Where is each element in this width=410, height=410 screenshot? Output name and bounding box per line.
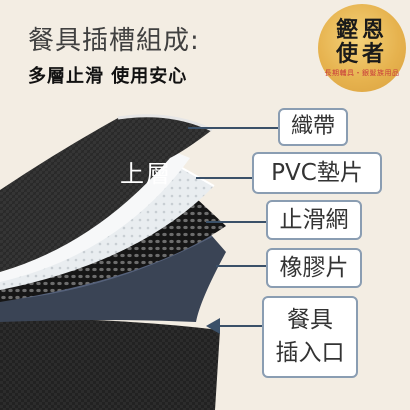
pvc-pad-layer — [0, 168, 214, 290]
callout-webbing: 織帶 — [278, 108, 348, 146]
brand-seal-tagline: 長期輔具・銀髮族用品 — [324, 69, 400, 77]
page-subtitle: 多層止滑 使用安心 — [28, 66, 188, 87]
bottom-strap-layer — [0, 318, 220, 410]
top-strap-layer — [0, 115, 212, 272]
slot-arrow-icon — [206, 318, 220, 334]
callout-cutlery-slot-line2: 插入口 — [275, 340, 345, 366]
page-title: 餐具插槽組成: — [28, 26, 200, 56]
callout-cutlery-slot: 餐具 插入口 — [262, 296, 358, 378]
brand-seal-name: 鏗恩 使者 — [330, 18, 394, 66]
brand-seal-logo: 鏗恩 使者 長期輔具・銀髮族用品 — [318, 4, 406, 92]
brand-seal-name-line1: 鏗恩 — [335, 17, 388, 43]
callout-rubber-sheet: 橡膠片 — [266, 248, 362, 288]
callout-anti-slip-mesh: 止滑網 — [266, 200, 362, 240]
callout-cutlery-slot-line1: 餐具 — [287, 307, 333, 333]
brand-seal-name-line2: 使者 — [335, 41, 388, 67]
callout-leader-lines — [188, 127, 278, 327]
callout-pvc-pad: PVC墊片 — [252, 152, 382, 194]
top-layer-tag: 上層 — [120, 160, 172, 188]
